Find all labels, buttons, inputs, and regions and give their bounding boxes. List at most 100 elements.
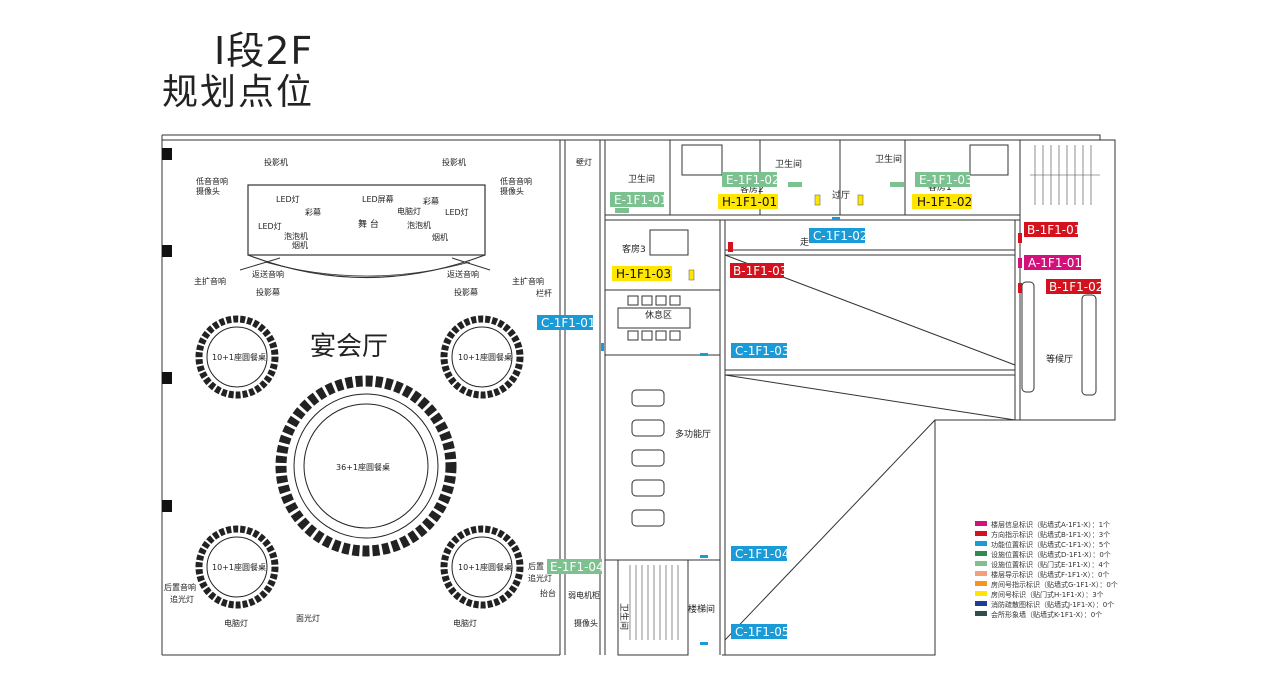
label-table-2: 10+1座圆餐桌 — [458, 352, 512, 362]
marker-text: B-1F1-02 — [1049, 280, 1103, 294]
room-multi: 多功能厅 — [675, 428, 711, 440]
marker-text: H-1F1-01 — [722, 195, 777, 209]
marker-A-1F1-01: A-1F1-01 — [1024, 255, 1082, 270]
label-led-1: LED灯 — [276, 194, 300, 204]
beds — [649, 144, 1009, 256]
label-rear-speaker-left: 后置音响 — [164, 582, 196, 592]
label-return-right: 返送音响 — [447, 269, 479, 279]
legend-text: 楼层导示标识（贴墙式F-1F1-X）：0个 — [991, 570, 1109, 579]
big-table — [275, 375, 457, 557]
label-colorcurtain-1: 彩幕 — [305, 207, 321, 217]
legend-text: 房间号指示标识（贴墙式G-1F1-X）：0个 — [991, 580, 1118, 589]
marker-text: C-1F1-04 — [735, 547, 789, 561]
stage — [239, 184, 491, 279]
label-ledscreen: LED屏幕 — [362, 194, 394, 204]
marker-B-1F1-02: B-1F1-02 — [1046, 279, 1103, 294]
legend-item: 设施位置标识（贴墙式D-1F1-X）：0个 — [975, 550, 1111, 559]
legend-item: 方向指示标识（贴墙式B-1F1-X）：3个 — [975, 530, 1110, 539]
label-main-right: 主扩音响 — [512, 276, 544, 286]
stair-treads — [629, 145, 1100, 640]
legend-item: 消防疏散图标识（贴墙式J-1F1-X）：0个 — [975, 600, 1114, 609]
legend-text: 方向指示标识（贴墙式B-1F1-X）：3个 — [991, 530, 1110, 539]
label-screen-right: 投影幕 — [454, 287, 478, 297]
marker-text: H-1F1-03 — [616, 267, 671, 281]
label-cam-left: 摄像头 — [196, 186, 220, 196]
sofas — [631, 281, 1097, 527]
legend-text: 设施位置标识（贴墙式D-1F1-X）：0个 — [991, 550, 1111, 559]
label-main-left: 主扩音响 — [194, 276, 226, 286]
label-return-left: 返送音响 — [252, 269, 284, 279]
label-smoke-2: 烟机 — [432, 232, 448, 242]
legend-item: 房间号指示标识（贴墙式G-1F1-X）：0个 — [975, 580, 1118, 589]
label-table-1: 10+1座圆餐桌 — [212, 352, 266, 362]
label-weak-box: 弱电机柜 — [568, 590, 600, 600]
label-low-left: 低音音响 — [196, 176, 228, 186]
marker-labels: E-1F1-02 E-1F1-03 E-1F1-01 H-1F1-01 H-1F… — [537, 172, 1103, 639]
label-led-2: LED灯 — [445, 207, 469, 217]
label-led-3: LED灯 — [258, 221, 282, 231]
label-projector-right: 投影机 — [442, 157, 466, 167]
marker-B-1F1-01: B-1F1-01 — [1024, 222, 1081, 237]
legend-text: 楼层信息标识（贴墙式A-1F1-X）：1个 — [991, 520, 1110, 529]
marker-H-1F1-01: H-1F1-01 — [718, 194, 778, 209]
room-bath4: 卫生间 — [618, 603, 630, 630]
marker-text: E-1F1-04 — [550, 560, 604, 574]
marker-text: B-1F1-03 — [733, 264, 787, 278]
columns — [162, 148, 172, 512]
label-rail: 栏杆 — [536, 288, 552, 298]
label-walllamp: 壁灯 — [576, 157, 592, 167]
legend-item: 房间号标识（贴门式H-1F1-X）：3个 — [975, 590, 1104, 599]
room-stage: 舞 台 — [358, 218, 379, 230]
room-waiting: 等候厅 — [1046, 353, 1073, 365]
marker-E-1F1-04: E-1F1-04 — [547, 559, 604, 574]
marker-E-1F1-02: E-1F1-02 — [722, 172, 780, 187]
label-facelight: 面光灯 — [296, 613, 320, 623]
marker-text: E-1F1-01 — [614, 193, 668, 207]
label-colorcurtain-2: 彩幕 — [423, 196, 439, 206]
label-tvlight-3: 电脑灯 — [453, 618, 477, 628]
marker-text: A-1F1-01 — [1028, 256, 1082, 270]
lounge-furniture — [617, 295, 691, 341]
marker-C-1F1-01: C-1F1-01 — [537, 315, 595, 330]
room-guest3: 客房3 — [622, 243, 646, 255]
legend-item: 会所形象墙（贴墙式K-1F1-X）：0个 — [975, 610, 1102, 619]
label-table-3: 10+1座圆餐桌 — [212, 562, 266, 572]
marker-B-1F1-03: B-1F1-03 — [730, 263, 787, 278]
label-bubble-1: 泡泡机 — [284, 231, 308, 241]
marker-text: E-1F1-02 — [726, 173, 780, 187]
room-bath2: 卫生间 — [775, 158, 802, 170]
marker-H-1F1-03: H-1F1-03 — [612, 266, 672, 281]
marker-text: C-1F1-05 — [735, 625, 789, 639]
marker-C-1F1-05: C-1F1-05 — [731, 624, 789, 639]
room-bath3: 卫生间 — [875, 153, 902, 165]
room-stairs: 楼梯间 — [688, 603, 715, 615]
marker-C-1F1-03: C-1F1-03 — [731, 343, 789, 358]
room-lounge: 休息区 — [645, 309, 672, 321]
label-tvlight-2: 电脑灯 — [224, 618, 248, 628]
label-bubble-2: 泡泡机 — [407, 220, 431, 230]
legend: 楼层信息标识（贴墙式A-1F1-X）：1个 方向指示标识（贴墙式B-1F1-X）… — [975, 520, 1118, 619]
legend-text: 设施位置标识（贴门式E-1F1-X）：4个 — [991, 560, 1110, 569]
plan-section-title: Ⅰ段2F — [214, 29, 314, 73]
label-follow-right: 追光灯 — [528, 573, 552, 583]
room-corridor: 走 — [800, 237, 809, 248]
legend-text: 会所形象墙（贴墙式K-1F1-X）：0个 — [991, 610, 1102, 619]
marker-E-1F1-01: E-1F1-01 — [610, 192, 668, 207]
legend-item: 楼层导示标识（贴墙式F-1F1-X）：0个 — [975, 570, 1109, 579]
label-rear-speaker-right: 后置 — [528, 561, 544, 571]
small-tables — [195, 315, 524, 609]
label-cam-right: 摄像头 — [500, 186, 524, 196]
marker-E-1F1-03: E-1F1-03 — [915, 172, 973, 187]
label-table-4: 10+1座圆餐桌 — [458, 562, 512, 572]
label-projector-left: 投影机 — [264, 157, 288, 167]
legend-item: 功能位置标识（贴墙式C-1F1-X）：5个 — [975, 540, 1110, 549]
room-bath1: 卫生间 — [628, 173, 655, 185]
legend-text: 消防疏散图标识（贴墙式J-1F1-X）：0个 — [991, 600, 1114, 609]
marker-text: H-1F1-02 — [917, 195, 972, 209]
label-smoke-1: 烟机 — [292, 240, 308, 250]
plan-subtitle: 规划点位 — [162, 72, 315, 113]
label-camera-2: 摄像头 — [574, 618, 598, 628]
marker-H-1F1-02: H-1F1-02 — [912, 194, 972, 209]
legend-item: 设施位置标识（贴门式E-1F1-X）：4个 — [975, 560, 1110, 569]
